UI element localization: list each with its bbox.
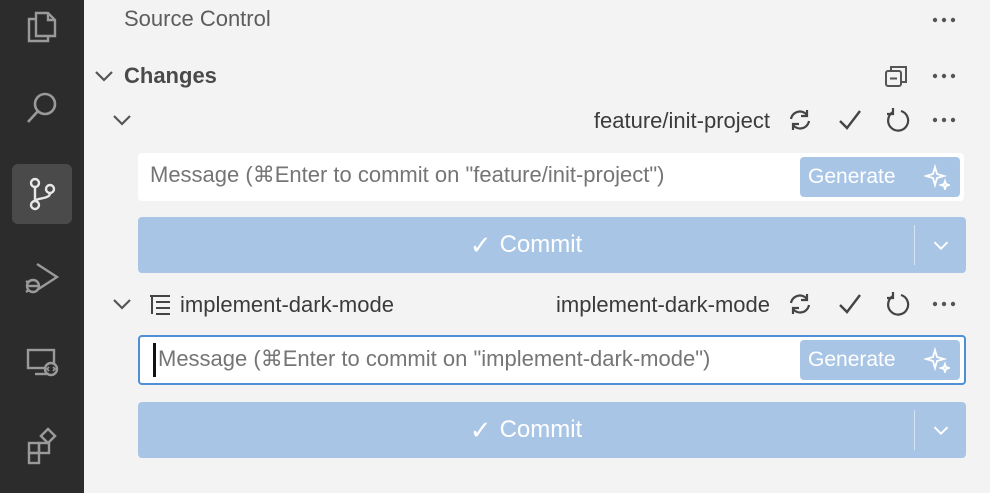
commit-message-input[interactable]	[158, 337, 798, 381]
commit-dropdown-button[interactable]	[915, 217, 966, 273]
commit-divider	[914, 225, 915, 265]
sparkle-icon	[924, 347, 950, 373]
more-icon	[932, 301, 956, 307]
commit-dropdown-button[interactable]	[915, 402, 966, 458]
list-tree-icon	[150, 295, 170, 315]
collapse-all-icon	[885, 66, 907, 87]
generate-label: Generate	[808, 165, 896, 188]
sync-changes-button[interactable]	[784, 104, 816, 136]
refresh-icon	[887, 292, 910, 316]
commit-button[interactable]: ✓ Commit	[138, 217, 914, 273]
collapse-all-button[interactable]	[880, 60, 912, 92]
changes-collapse-toggle[interactable]	[88, 60, 120, 92]
repo-collapse-toggle[interactable]	[106, 104, 138, 136]
more-icon	[932, 17, 956, 23]
panel-more-actions-button[interactable]	[928, 4, 960, 36]
generate-label: Generate	[808, 348, 896, 371]
panel-header: Source Control	[84, 0, 990, 40]
chevron-down-icon	[113, 299, 131, 310]
repo-more-actions-button[interactable]	[928, 288, 960, 320]
files-icon	[27, 11, 57, 43]
repo-branch-label[interactable]: feature/init-project	[593, 108, 770, 133]
source-control-icon	[29, 177, 56, 211]
commit-button-group: ✓ Commit	[138, 217, 966, 273]
repo-tree-icon-wrap	[144, 288, 176, 320]
check-icon: ✓	[469, 229, 492, 260]
activity-search[interactable]	[12, 78, 72, 138]
activity-explorer[interactable]	[12, 0, 72, 56]
sparkle-icon	[924, 164, 950, 190]
source-control-panel: Source Control Changes feature/init-proj…	[84, 0, 990, 493]
more-icon	[932, 73, 956, 79]
chevron-down-icon	[933, 241, 948, 251]
commit-label: Commit	[499, 231, 583, 258]
commit-message-box: Generate	[138, 335, 966, 385]
refresh-icon	[887, 108, 910, 132]
text-caret	[153, 343, 156, 377]
commit-message-input[interactable]	[150, 153, 790, 197]
sync-changes-button[interactable]	[784, 288, 816, 320]
activity-remote-explorer[interactable]	[12, 332, 72, 392]
activity-run-debug[interactable]	[12, 248, 72, 308]
commit-button[interactable]: ✓ Commit	[138, 402, 914, 458]
section-title-changes: Changes	[124, 63, 217, 88]
refresh-button[interactable]	[882, 288, 914, 320]
panel-title: Source Control	[124, 6, 271, 31]
extensions-icon	[27, 427, 57, 465]
commit-check-button[interactable]	[834, 288, 866, 320]
run-debug-icon	[25, 262, 60, 294]
activity-extensions[interactable]	[12, 416, 72, 476]
check-icon: ✓	[469, 414, 492, 445]
activity-source-control[interactable]	[12, 164, 72, 224]
commit-label: Commit	[499, 416, 583, 443]
search-icon	[27, 92, 57, 123]
repo-more-actions-button[interactable]	[928, 104, 960, 136]
check-icon	[839, 110, 861, 130]
sync-icon	[789, 110, 811, 130]
commit-message-box: Generate	[138, 153, 964, 201]
commit-button-group: ✓ Commit	[138, 402, 966, 458]
check-icon	[839, 294, 861, 314]
changes-more-actions-button[interactable]	[928, 60, 960, 92]
activity-bar	[0, 0, 84, 493]
chevron-down-icon	[113, 115, 131, 126]
commit-divider	[914, 410, 915, 450]
repo-collapse-toggle[interactable]	[106, 288, 138, 320]
remote-explorer-icon	[26, 348, 59, 377]
chevron-down-icon	[933, 426, 948, 436]
generate-button[interactable]: Generate	[800, 157, 960, 197]
more-icon	[932, 117, 956, 123]
repo-name-label: implement-dark-mode	[180, 292, 394, 317]
repo-branch-label[interactable]: implement-dark-mode	[556, 292, 770, 317]
sync-icon	[789, 294, 811, 314]
generate-button[interactable]: Generate	[800, 340, 960, 380]
chevron-down-icon	[95, 71, 113, 82]
refresh-button[interactable]	[882, 104, 914, 136]
commit-check-button[interactable]	[834, 104, 866, 136]
